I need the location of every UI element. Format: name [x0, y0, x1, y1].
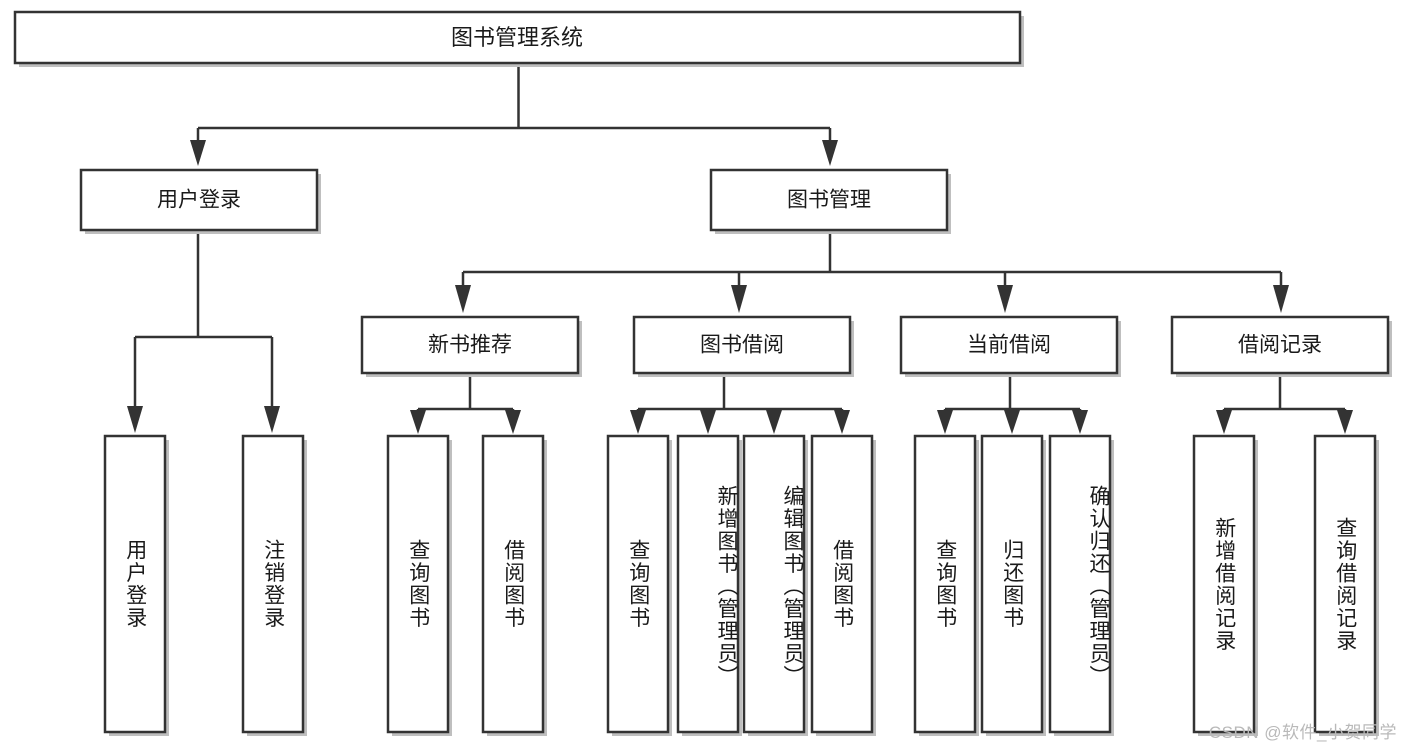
arrow-leaf-query-book-1-icon: [410, 410, 426, 434]
node-leaf-confirm-return-box[interactable]: [1048, 434, 1112, 734]
node-leaf-return-book-box[interactable]: [980, 434, 1044, 734]
connector-group-user-login: [127, 233, 280, 433]
node-borrow-record-label: 借阅记录: [1238, 334, 1322, 357]
node-leaf-borrow-book-2-box[interactable]: [810, 434, 874, 734]
arrow-borrow-record-icon: [1273, 285, 1289, 313]
node-book-borrow[interactable]: 图书借阅: [632, 315, 854, 377]
arrow-book-manage-icon: [822, 140, 838, 166]
arrow-leaf-add-book-icon: [700, 410, 716, 434]
node-root[interactable]: 图书管理系统: [13, 10, 1024, 67]
node-book-manage[interactable]: 图书管理: [709, 168, 951, 234]
node-leaf-query-book-3-box[interactable]: [913, 434, 977, 734]
node-leaf-confirm-return[interactable]: [1048, 434, 1114, 736]
node-current-borrow-box[interactable]: [899, 315, 1119, 375]
node-leaf-query-book-1[interactable]: [386, 434, 452, 736]
arrow-leaf-user-login-icon: [127, 406, 143, 433]
node-borrow-record[interactable]: 借阅记录: [1170, 315, 1392, 377]
node-user-login-label: 用户登录: [157, 189, 241, 212]
arrow-current-borrow-icon: [997, 285, 1013, 313]
node-user-login[interactable]: 用户登录: [79, 168, 321, 234]
arrow-leaf-edit-book-icon: [766, 410, 782, 434]
node-leaf-borrow-book-1-box[interactable]: [481, 434, 545, 734]
node-leaf-query-book-1-box[interactable]: [386, 434, 450, 734]
arrow-leaf-return-book-icon: [1004, 410, 1020, 434]
node-leaf-add-record-box[interactable]: [1192, 434, 1256, 734]
node-leaf-query-book-2[interactable]: [606, 434, 672, 736]
arrow-leaf-query-book-3-icon: [937, 410, 953, 434]
arrow-leaf-confirm-return-icon: [1072, 410, 1088, 434]
node-leaf-query-record-box[interactable]: [1313, 434, 1377, 734]
node-leaf-query-book-2-box[interactable]: [606, 434, 670, 734]
node-leaf-user-logout[interactable]: [241, 434, 307, 736]
node-leaf-borrow-book-2[interactable]: [810, 434, 876, 736]
node-leaf-edit-book[interactable]: [742, 434, 808, 736]
connector-group-book-manage: [455, 233, 1289, 313]
node-book-borrow-label: 图书借阅: [700, 334, 784, 357]
connector-group-root: [190, 66, 838, 166]
node-leaf-add-book[interactable]: [676, 434, 742, 736]
node-book-manage-box[interactable]: [709, 168, 949, 232]
node-leaf-user-logout-box[interactable]: [241, 434, 305, 734]
arrow-user-login-icon: [190, 140, 206, 166]
node-leaf-add-book-box[interactable]: [676, 434, 740, 734]
arrow-leaf-borrow-book-2-icon: [834, 410, 850, 434]
arrow-leaf-query-record-icon: [1337, 410, 1353, 434]
node-leaf-query-book-3[interactable]: [913, 434, 979, 736]
node-book-borrow-box[interactable]: [632, 315, 852, 375]
node-borrow-record-box[interactable]: [1170, 315, 1390, 375]
node-new-book-rec-label: 新书推荐: [428, 334, 512, 357]
node-book-manage-label: 图书管理: [787, 189, 871, 212]
arrow-leaf-query-book-2-icon: [630, 410, 646, 434]
connector-group-borrow-record: [1216, 377, 1353, 434]
arrow-leaf-borrow-book-1-icon: [505, 410, 521, 434]
connector-group-book-borrow: [630, 377, 850, 434]
node-new-book-rec-box[interactable]: [360, 315, 580, 375]
node-current-borrow-label: 当前借阅: [967, 334, 1051, 357]
node-leaf-return-book[interactable]: [980, 434, 1046, 736]
node-leaf-user-login-box[interactable]: [103, 434, 167, 734]
connector-group-new-book-rec: [410, 377, 521, 434]
arrow-leaf-user-logout-icon: [264, 406, 280, 433]
arrow-book-borrow-icon: [731, 285, 747, 313]
watermark-text: CSDN @软件_小贺同学: [1208, 723, 1397, 742]
node-root-label: 图书管理系统: [451, 25, 583, 50]
node-leaf-borrow-book-1[interactable]: [481, 434, 547, 736]
arrow-new-book-rec-icon: [455, 285, 471, 313]
node-new-book-rec[interactable]: 新书推荐: [360, 315, 582, 377]
node-user-login-box[interactable]: [79, 168, 319, 232]
node-leaf-add-record[interactable]: [1192, 434, 1258, 736]
arrow-leaf-add-record-icon: [1216, 410, 1232, 434]
node-leaf-query-record[interactable]: [1313, 434, 1379, 736]
node-leaf-user-login[interactable]: [103, 434, 169, 736]
node-leaf-edit-book-box[interactable]: [742, 434, 806, 734]
connector-group-current-borrow: [937, 377, 1088, 434]
node-root-box[interactable]: [13, 10, 1022, 65]
node-current-borrow[interactable]: 当前借阅: [899, 315, 1121, 377]
